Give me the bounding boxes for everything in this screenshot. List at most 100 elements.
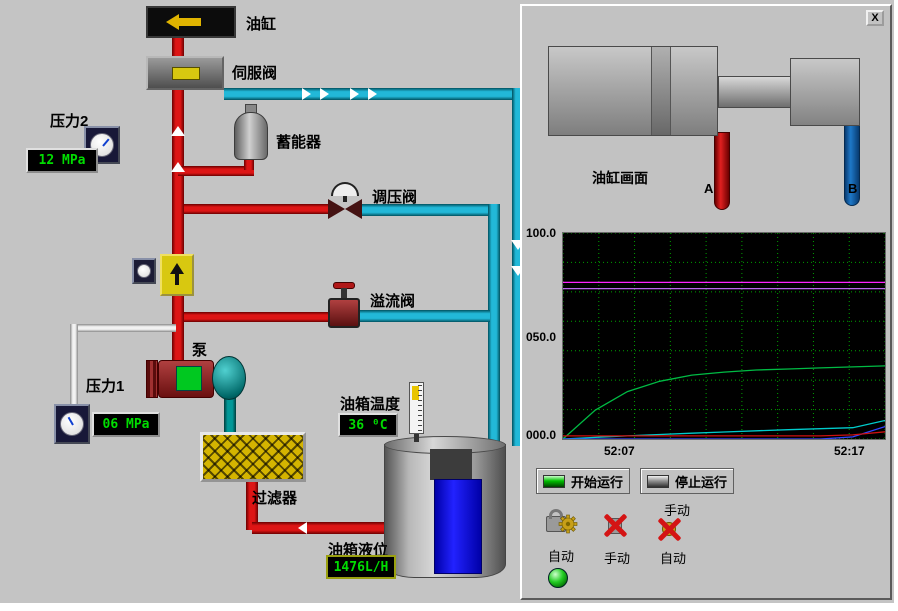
detail-panel: X 油缸画面 A B 100.0 050.0 000.0 52:07 52:17…	[520, 4, 892, 600]
start-button-label: 开始运行	[571, 474, 624, 490]
x-axis-label-right: 52:17	[834, 444, 865, 458]
tank-temp-readout: 36 ⁰C	[338, 413, 398, 437]
transmitter-dial-icon	[137, 264, 151, 278]
pump-status-indicator	[176, 366, 202, 391]
servo-valve-indicator	[172, 67, 200, 80]
flow-arrow-right-icon	[350, 88, 359, 100]
red-x-icon	[656, 516, 682, 542]
cylinder-piston	[651, 47, 671, 135]
flow-arrow-down-icon	[511, 240, 525, 250]
thermometer-scale-icon	[418, 385, 422, 431]
thermometer-stem	[414, 434, 419, 442]
relief-valve-label: 溢流阀	[370, 293, 416, 310]
pipe-pressure1-horizontal	[70, 324, 176, 332]
cylinder-port-a-pipe	[714, 132, 730, 210]
pressure1-gauge-dial-icon	[60, 412, 84, 436]
flow-arrow-right-icon	[302, 88, 311, 100]
trend-plot	[562, 232, 886, 440]
servo-valve-label: 伺服阀	[232, 65, 278, 82]
tank-level-column	[434, 479, 482, 574]
start-led-icon	[543, 474, 565, 488]
check-valve[interactable]	[160, 254, 194, 296]
auto-mode-label: 自动	[548, 549, 575, 564]
pressure2-gauge-needle-icon	[102, 138, 110, 147]
oil-cylinder-block	[146, 6, 236, 38]
pipe-pump-suction	[224, 396, 236, 438]
port-b-label: B	[848, 181, 858, 196]
accumulator-label: 蓄能器	[276, 134, 322, 151]
stop-run-button[interactable]: 停止运行	[640, 468, 735, 494]
check-valve-arrow-stem-icon	[175, 273, 179, 285]
stop-led-icon	[647, 474, 669, 488]
cylinder-rod-end-block	[790, 58, 860, 126]
pressure1-gauge-needle-icon	[67, 416, 74, 426]
tank-sight-window	[430, 449, 472, 480]
pump-motor	[212, 356, 246, 400]
pump-label: 泵	[192, 342, 208, 359]
gear-icon	[558, 514, 578, 534]
pressure2-readout: 12 MPa	[26, 148, 98, 173]
stop-button-label: 停止运行	[675, 474, 728, 490]
toggle-bottom-label: 自动	[660, 551, 687, 566]
y-axis-label-mid: 050.0	[526, 330, 557, 344]
regulator-valve-body-left[interactable]	[328, 199, 345, 219]
tank-level-readout: 1476L/H	[326, 555, 396, 579]
flow-arrow-right-icon	[320, 88, 329, 100]
regulator-valve-label: 调压阀	[372, 189, 418, 206]
pipe-regulator-branch	[184, 204, 330, 214]
y-axis-label-bottom: 000.0	[526, 428, 557, 442]
manual-auto-toggle-control[interactable]: 手动 自动	[650, 500, 698, 566]
tank-temp-label: 油箱温度	[340, 396, 401, 413]
pipe-cylinder-supply	[172, 36, 184, 58]
check-valve-arrow-icon	[170, 263, 184, 274]
flow-arrow-left-icon	[298, 522, 307, 534]
relief-valve[interactable]	[328, 298, 360, 328]
manual-mode-label: 手动	[604, 551, 631, 566]
status-indicator-lamp	[548, 568, 568, 588]
pressure1-readout: 06 MPa	[92, 412, 160, 437]
y-axis-label-top: 100.0	[526, 226, 557, 240]
pipe-relief-branch	[184, 312, 328, 322]
start-run-button[interactable]: 开始运行	[536, 468, 631, 494]
thermometer-marker-icon	[412, 386, 419, 400]
filter[interactable]	[200, 432, 306, 482]
port-a-label: A	[704, 181, 714, 196]
flow-arrow-up-icon	[171, 162, 185, 172]
pump-fins	[146, 360, 158, 398]
regulator-valve-body-right[interactable]	[345, 199, 362, 219]
trend-plot-svg	[562, 232, 886, 440]
pressure1-gauge	[54, 404, 90, 444]
pipe-accumulator-stub	[244, 156, 254, 170]
pipe-relief-return	[358, 310, 490, 322]
pressure2-label: 压力2	[50, 113, 89, 130]
pipe-tank-return-bottom	[252, 522, 392, 534]
red-x-icon	[602, 512, 628, 538]
accumulator-vessel[interactable]	[234, 112, 268, 160]
pipe-return-right-2	[488, 204, 500, 446]
yellow-arrow-left-icon	[166, 14, 179, 30]
x-axis-label-left: 52:07	[604, 444, 635, 458]
cylinder-barrel	[548, 46, 718, 136]
pipe-regulator-return	[362, 204, 500, 216]
pipe-accumulator-branch	[178, 166, 254, 176]
yellow-arrow-bar-icon	[179, 18, 201, 26]
pipe-filter-down	[246, 482, 258, 530]
regulator-valve-bonnet	[331, 182, 359, 196]
pipe-pressure1-vertical	[70, 324, 78, 416]
thermometer	[409, 382, 424, 434]
close-button[interactable]: X	[866, 10, 884, 26]
filter-label: 过滤器	[252, 490, 298, 507]
lock-shackle-icon	[549, 509, 563, 519]
relief-valve-stem	[341, 288, 347, 300]
tank-level-label: 油箱液位	[328, 542, 389, 559]
manual-mode-control[interactable]: 手动	[596, 508, 642, 566]
cylinder-view-label: 油缸画面	[592, 170, 648, 186]
flow-arrow-right-icon	[368, 88, 377, 100]
toggle-top-label: 手动	[664, 503, 691, 518]
pressure-transmitter	[132, 258, 156, 284]
servo-valve[interactable]	[146, 56, 224, 90]
auto-mode-control[interactable]: 自动	[540, 506, 586, 564]
flow-arrow-down-icon	[511, 266, 525, 276]
pressure1-label: 压力1	[86, 378, 125, 395]
